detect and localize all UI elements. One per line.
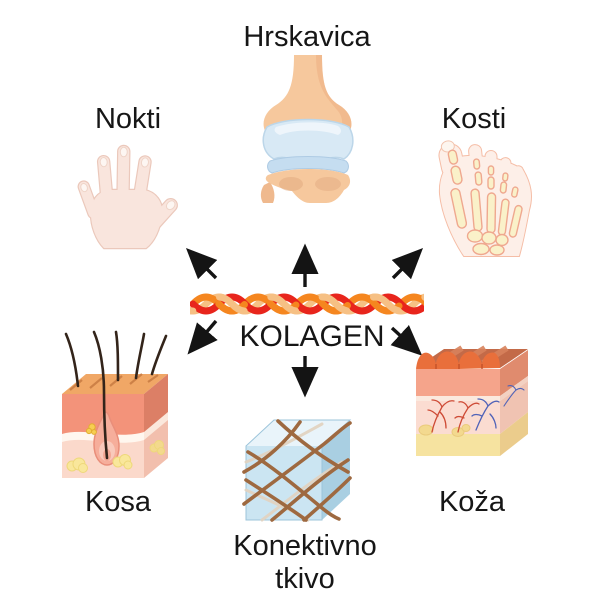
hand-nails-icon — [76, 144, 181, 250]
collagen-fibers — [242, 419, 352, 522]
skin-hair-follicle-icon — [62, 330, 168, 478]
label-hair: Kosa — [84, 486, 152, 518]
arrow-to-hair-icon — [187, 319, 218, 355]
knee-joint-icon — [260, 55, 354, 203]
connective-tissue-cube-icon — [242, 419, 352, 522]
arrow-to-nails-icon — [185, 247, 218, 280]
label-nails: Nokti — [94, 103, 162, 135]
sebaceous-gland — [85, 423, 97, 435]
fat-cells — [66, 440, 165, 473]
hair-strands — [64, 330, 168, 460]
collagen-fiber-icon — [190, 293, 424, 315]
epidermis-ridges — [416, 351, 500, 370]
foot-bones-icon — [436, 140, 532, 257]
label-bones: Kosti — [441, 103, 507, 135]
label-connective: Konektivno tkivo — [185, 530, 425, 596]
label-skin: Koža — [438, 486, 506, 518]
blood-vessels-red — [427, 399, 480, 433]
skin-cross-section-icon — [416, 345, 528, 456]
label-connective-line2: tkivo — [275, 563, 335, 595]
arrow-to-skin-icon — [390, 325, 423, 356]
arrow-to-bones-icon — [391, 247, 424, 280]
label-center: KOLAGEN — [239, 320, 385, 353]
blood-vessels-blue — [471, 385, 525, 431]
label-connective-line1: Konektivno — [233, 530, 377, 562]
label-cartilage: Hrskavica — [243, 21, 371, 53]
